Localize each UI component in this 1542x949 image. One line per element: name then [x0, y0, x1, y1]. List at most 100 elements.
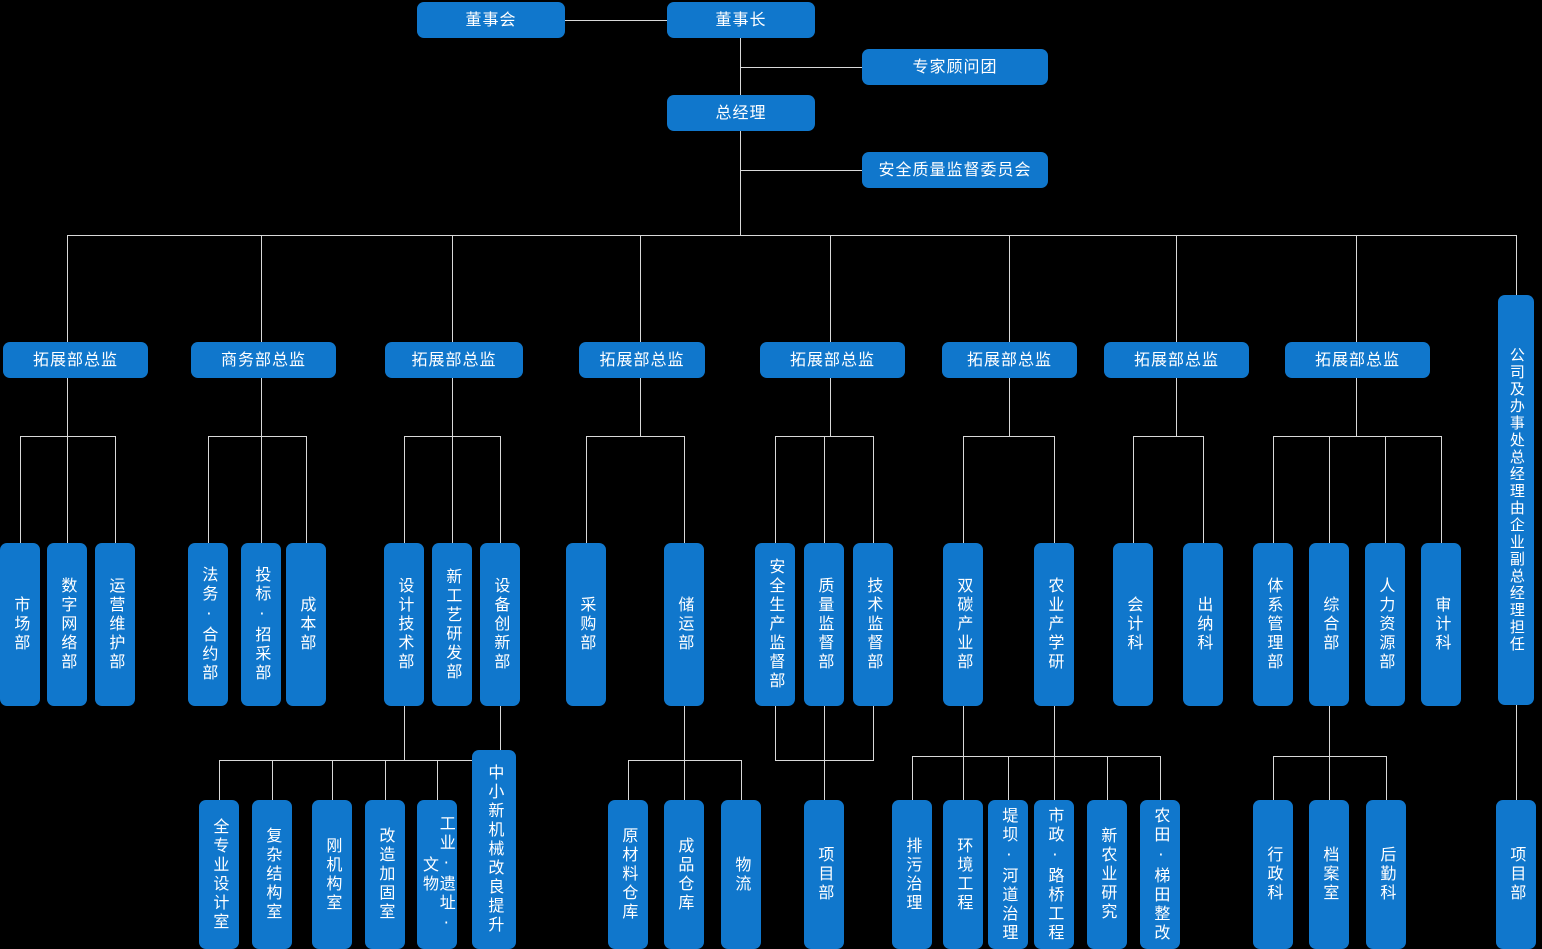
node-board[interactable]: 董事会	[417, 2, 565, 38]
sub-dept-box-19[interactable]: 项目部	[1496, 800, 1536, 949]
connector-director6-down	[1009, 378, 1010, 436]
sub-dept-box-1[interactable]: 复杂结构室	[252, 800, 292, 949]
dept-box-8[interactable]: 设备创新部	[480, 543, 520, 706]
drop-sub-11	[963, 756, 964, 800]
dept-box-16[interactable]: 会计科	[1113, 543, 1153, 706]
sub-dept-box-0[interactable]: 全专业设计室	[199, 800, 239, 949]
drop-dept-8	[500, 436, 501, 543]
drop-sub-3	[385, 760, 386, 800]
sub-dept-box-4[interactable]: 工业·遗址·文物	[417, 800, 457, 949]
connector-director7-down	[1176, 378, 1177, 436]
sub-dept-box-16[interactable]: 行政科	[1253, 800, 1293, 949]
drop-sub-12	[1008, 756, 1009, 800]
director-box-6[interactable]: 拓展部总监	[942, 342, 1077, 378]
connector-safety-down	[775, 706, 776, 760]
connector-gm-safety	[740, 170, 862, 171]
drop-sub-10	[912, 756, 913, 800]
dept-box-3[interactable]: 法务·合约部	[188, 543, 228, 706]
sub-dept-box-18[interactable]: 后勤科	[1366, 800, 1406, 949]
director-bus	[67, 235, 1516, 236]
dept-box-1[interactable]: 数字网络部	[47, 543, 87, 706]
dept-box-6[interactable]: 设计技术部	[384, 543, 424, 706]
drop-sub-13	[1054, 756, 1055, 800]
director-box-5[interactable]: 拓展部总监	[760, 342, 905, 378]
dept-box-5[interactable]: 成本部	[286, 543, 326, 706]
dept-box-12[interactable]: 质量监督部	[804, 543, 844, 706]
connector-agri-down	[1054, 706, 1055, 756]
drop-dept-2	[115, 436, 116, 543]
sub-dept-box-9[interactable]: 项目部	[804, 800, 844, 949]
node-chairman[interactable]: 董事长	[667, 2, 815, 38]
connector-bus-director-8	[1356, 235, 1357, 342]
bracket-group-4	[586, 436, 684, 437]
connector-bus-director-4	[640, 235, 641, 342]
node-general-manager[interactable]: 总经理	[667, 95, 815, 131]
sub-dept-box-11[interactable]: 环境工程	[943, 800, 983, 949]
drop-dept-17	[1203, 436, 1204, 543]
node-safety-committee[interactable]: 安全质量监督委员会	[862, 152, 1048, 188]
drop-dept-14	[963, 436, 964, 543]
dept-box-18[interactable]: 体系管理部	[1253, 543, 1293, 706]
dept-box-7[interactable]: 新工艺研发部	[432, 543, 472, 706]
director-box-1[interactable]: 拓展部总监	[3, 342, 148, 378]
connector-bus-director-7	[1176, 235, 1177, 342]
connector-design-down	[404, 706, 405, 760]
sub-dept-box-10[interactable]: 排污治理	[892, 800, 932, 949]
sub-dept-box-7[interactable]: 成品仓库	[664, 800, 704, 949]
dept-box-10[interactable]: 储运部	[664, 543, 704, 706]
director-box-2[interactable]: 商务部总监	[191, 342, 336, 378]
connector-bus-director-1	[67, 235, 68, 342]
drop-dept-18	[1273, 436, 1274, 543]
drop-dept-12	[824, 436, 825, 543]
drop-sub-2	[332, 760, 333, 800]
drop-sub-14	[1107, 756, 1108, 800]
side-note-box[interactable]: 公司及办事处总经理由企业副总经理担任	[1498, 295, 1534, 705]
drop-dept-15	[1054, 436, 1055, 543]
bracket-industry-subs	[912, 756, 1160, 757]
connector-director3-down	[452, 378, 453, 436]
drop-dept-1	[67, 436, 68, 543]
dept-box-21[interactable]: 审计科	[1421, 543, 1461, 706]
sub-dept-box-5[interactable]: 中小新机械改良提升	[472, 750, 516, 949]
dept-box-15[interactable]: 农业产学研	[1034, 543, 1074, 706]
drop-sub-6	[628, 760, 629, 800]
drop-dept-10	[684, 436, 685, 543]
sub-dept-box-2[interactable]: 刚机构室	[312, 800, 352, 949]
connector-director8-down	[1356, 378, 1357, 436]
dept-box-14[interactable]: 双碳产业部	[943, 543, 983, 706]
sub-dept-box-3[interactable]: 改造加固室	[365, 800, 405, 949]
dept-box-2[interactable]: 运营维护部	[95, 543, 135, 706]
node-advisors[interactable]: 专家顾问团	[862, 49, 1048, 85]
drop-dept-20	[1385, 436, 1386, 543]
dept-box-4[interactable]: 投标·招采部	[241, 543, 281, 706]
sub-dept-box-17[interactable]: 档案室	[1309, 800, 1349, 949]
sub-dept-box-12[interactable]: 堤坝·河道治理	[988, 800, 1028, 949]
drop-sub-0	[219, 760, 220, 800]
director-box-8[interactable]: 拓展部总监	[1285, 342, 1430, 378]
sub-dept-box-14[interactable]: 新农业研究	[1087, 800, 1127, 949]
sub-dept-box-15[interactable]: 农田·梯田整改	[1140, 800, 1180, 949]
dept-box-0[interactable]: 市场部	[0, 543, 40, 706]
dept-box-13[interactable]: 技术监督部	[853, 543, 893, 706]
sub-dept-box-6[interactable]: 原材料仓库	[608, 800, 648, 949]
connector-director5-down	[830, 378, 831, 436]
bracket-design-subs	[219, 760, 492, 761]
drop-sub-15	[1160, 756, 1161, 800]
drop-dept-16	[1133, 436, 1134, 543]
dept-box-9[interactable]: 采购部	[566, 543, 606, 706]
connector-bus-sidenote	[1516, 235, 1517, 295]
connector-chairman-down	[740, 38, 741, 95]
sub-dept-box-8[interactable]: 物流	[721, 800, 761, 949]
director-box-4[interactable]: 拓展部总监	[579, 342, 705, 378]
drop-sub-16	[1273, 756, 1274, 800]
dept-box-19[interactable]: 综合部	[1309, 543, 1349, 706]
dept-box-20[interactable]: 人力资源部	[1365, 543, 1405, 706]
dept-box-17[interactable]: 出纳科	[1183, 543, 1223, 706]
director-box-3[interactable]: 拓展部总监	[385, 342, 523, 378]
sub-dept-box-13[interactable]: 市政·路桥工程	[1034, 800, 1074, 949]
drop-dept-0	[20, 436, 21, 543]
director-box-7[interactable]: 拓展部总监	[1104, 342, 1249, 378]
dept-box-11[interactable]: 安全生产监督部	[755, 543, 795, 706]
connector-bus-director-5	[830, 235, 831, 342]
